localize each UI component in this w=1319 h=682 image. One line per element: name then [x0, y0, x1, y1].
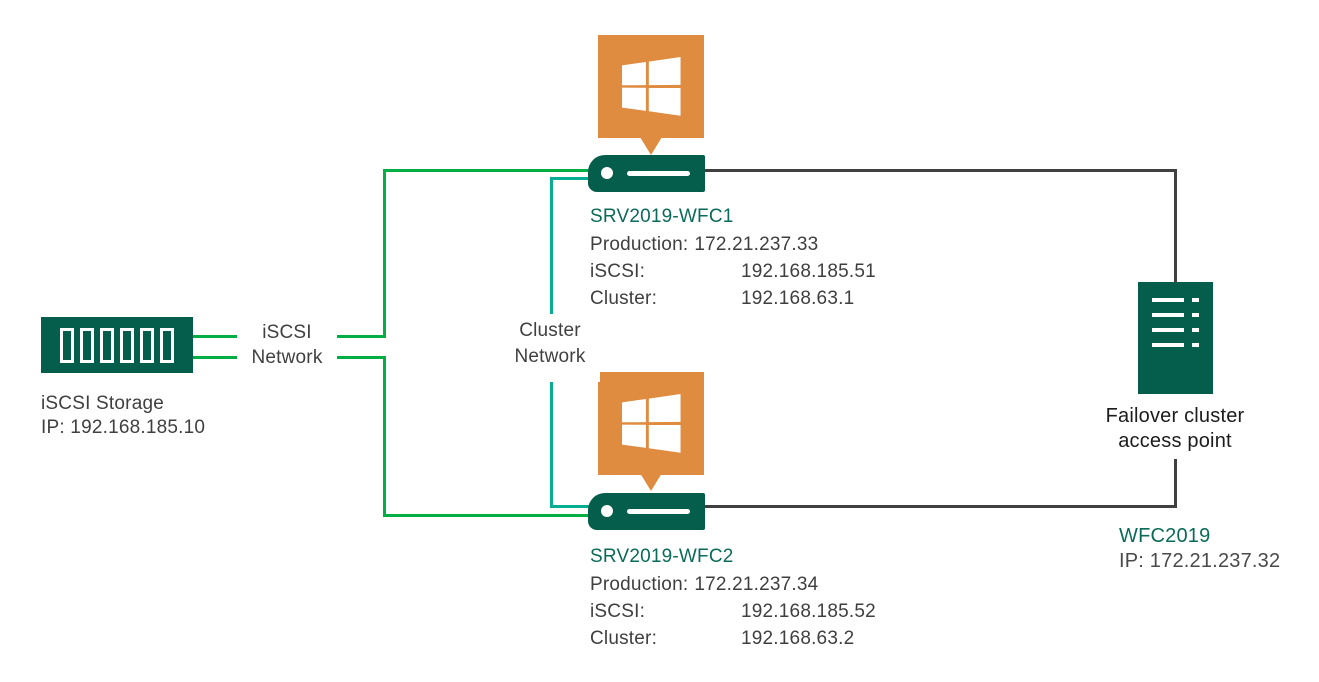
iscsi-line-to-server1 [383, 169, 590, 172]
storage-name: iSCSI Storage [41, 393, 164, 414]
server-node-icon [588, 493, 705, 530]
storage-disk-slot [80, 327, 94, 363]
connector-server2-to-ap-v [1174, 459, 1177, 508]
server1-name: SRV2019-WFC1 [590, 206, 734, 227]
access-point-ip: IP: 172.21.237.32 [1119, 550, 1281, 572]
cluster-network-label: Cluster Network [500, 314, 600, 382]
storage-disk-slot [120, 327, 134, 363]
connector-server1-to-ap-h [705, 169, 1177, 172]
iscsi-line-lower-v [383, 356, 386, 517]
iscsi-network-label: iSCSI Network [238, 320, 336, 374]
connector-server2-to-ap-h [705, 505, 1177, 508]
server2-cluster-row: Cluster:192.168.63.2 [590, 628, 855, 649]
iscsi-line-lower-h1 [337, 356, 386, 359]
server-node-icon [588, 155, 705, 192]
storage-disk-slot [100, 327, 114, 363]
access-point-info: WFC2019 IP: 172.21.237.32 [1119, 524, 1280, 574]
storage-label: iSCSI Storage IP: 192.168.185.10 [41, 392, 205, 440]
iscsi-line-storage-bottom [193, 356, 237, 359]
iscsi-storage-icon [41, 317, 193, 373]
connector-server1-to-ap-v [1174, 169, 1177, 283]
storage-disk-slot [160, 327, 174, 363]
iscsi-line-to-server2 [383, 514, 590, 517]
storage-disk-slot [60, 327, 74, 363]
callout-tail [640, 137, 662, 155]
failover-access-point-icon [1138, 282, 1213, 394]
server1-info: SRV2019-WFC1 Production:172.21.237.33 iS… [590, 203, 876, 312]
server-drive-bar [627, 171, 690, 176]
access-point-name: WFC2019 [1119, 525, 1211, 547]
access-point-caption: Failover cluster access point [1105, 405, 1245, 452]
server-drive-bar [627, 509, 690, 514]
server1-iscsi-row: iSCSI:192.168.185.51 [590, 261, 876, 282]
storage-disk-slot [140, 327, 154, 363]
windows-flag-icon [621, 394, 681, 453]
windows-logo-icon [598, 372, 704, 475]
server2-info: SRV2019-WFC2 Production:172.21.237.34 iS… [590, 543, 876, 652]
storage-ip: IP: 192.168.185.10 [41, 417, 206, 438]
iscsi-line-upper-v [383, 169, 386, 338]
server1-production-row: Production:172.21.237.33 [590, 234, 819, 255]
cluster-line-to-server2 [550, 505, 590, 508]
server2-iscsi-row: iSCSI:192.168.185.52 [590, 601, 876, 622]
iscsi-line-upper-h1 [337, 335, 386, 338]
cluster-line-to-server1 [550, 177, 590, 180]
server-led-dot [601, 505, 613, 517]
server2-production-row: Production:172.21.237.34 [590, 574, 819, 595]
iscsi-line-storage-top [193, 335, 237, 338]
windows-logo-icon [598, 35, 704, 138]
server2-name: SRV2019-WFC2 [590, 546, 734, 567]
windows-flag-icon [621, 57, 681, 116]
server-led-dot [601, 167, 613, 179]
callout-tail [640, 473, 662, 491]
server1-cluster-row: Cluster:192.168.63.1 [590, 288, 855, 309]
